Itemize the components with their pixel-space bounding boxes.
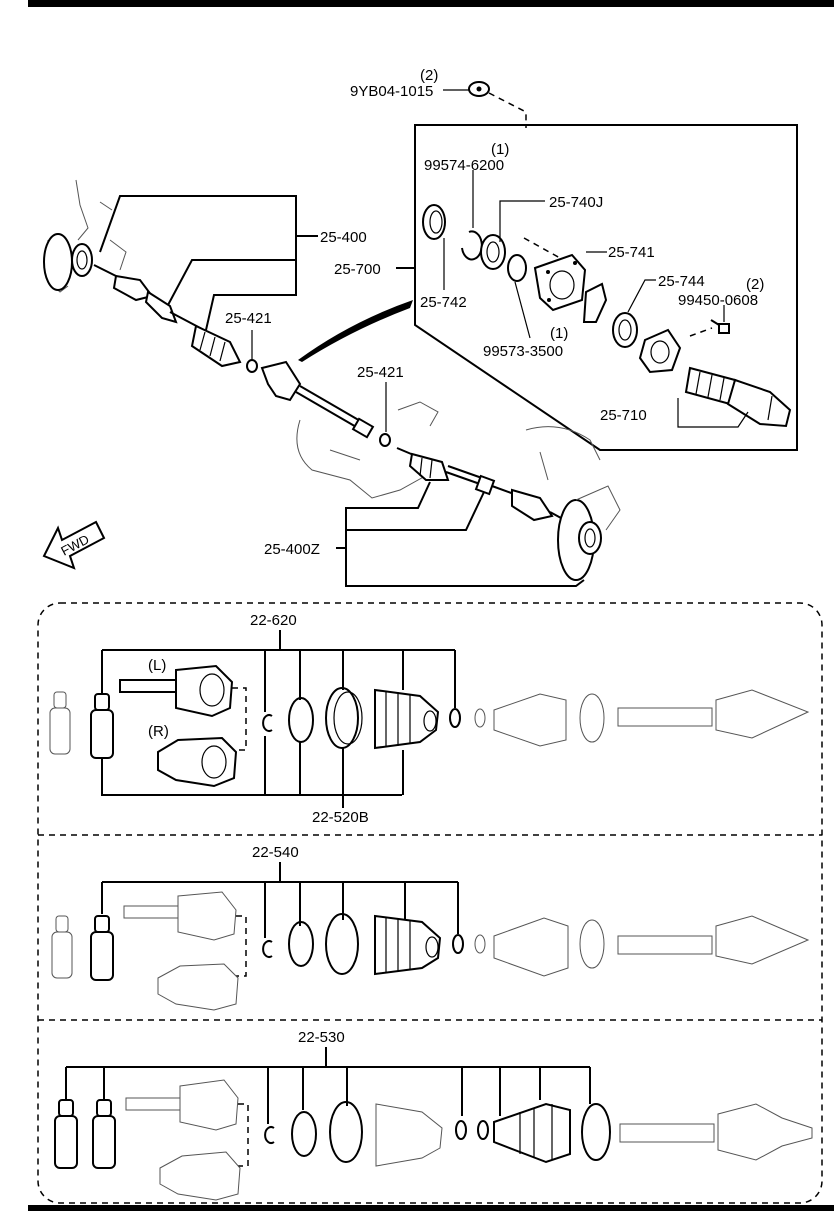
transaxle-sketch <box>296 401 601 499</box>
joint-shaft-25-700-label: 25-700 <box>334 261 381 278</box>
fwd-label: FWD <box>58 532 91 559</box>
leader-99573 <box>514 281 531 339</box>
seal-25-740j-label: 25-740J <box>549 194 603 211</box>
grease-tube <box>92 1099 116 1169</box>
boot-band-large <box>329 1101 363 1163</box>
top-border-rule <box>28 0 834 7</box>
circlip-small <box>262 714 273 732</box>
grease-tube-gray <box>51 915 73 979</box>
leader-25-400z-b <box>346 491 485 531</box>
top-assembly-section: (2) 9YB04-1015 25-700 <box>42 67 798 587</box>
inner-boot <box>493 1102 571 1164</box>
leader-25-400z <box>336 481 431 549</box>
boot-band-small <box>455 1120 467 1140</box>
inset-pointer-wedge <box>298 300 413 362</box>
shaft-left-25-400-label: 25-400 <box>320 229 367 246</box>
clamp-bracket-drawing <box>638 327 713 374</box>
kit-shaft-reference-gray <box>474 689 810 747</box>
ring-99574-qty-label: (1) <box>491 141 509 158</box>
leader-25-400-b <box>167 236 297 306</box>
kit-row-22-530: 22-530 <box>54 1029 813 1201</box>
left-drive-shaft-drawing <box>93 264 375 439</box>
seal-25-744-drawing <box>612 312 638 348</box>
service-kit-panel: 22-620 22-520B (L) <box>37 602 823 1204</box>
ring-99573-label: 99573-3500 <box>483 343 563 360</box>
kit-shaft-reference-gray <box>619 1103 813 1161</box>
bolt-99450-label: 99450-0608 <box>678 292 758 309</box>
boot-band-small-2 <box>477 1120 489 1140</box>
leader-25-740j <box>499 200 545 242</box>
joint-shaft-25-710-drawing <box>684 366 792 428</box>
joint-shaft-inset-frame <box>414 124 798 451</box>
shaft-25-710-label: 25-710 <box>600 407 647 424</box>
kit-22-540-label: 22-540 <box>252 844 299 861</box>
seal-25-742-label: 25-742 <box>420 294 467 311</box>
kit-right-label: (R) <box>148 723 169 740</box>
clip-25-421-b-label: 25-421 <box>357 364 404 381</box>
snap-ring-large <box>291 1111 317 1157</box>
bearing-support-25-741-drawing <box>523 237 608 323</box>
bottom-border-rule <box>28 1205 834 1211</box>
outer-joint-right <box>157 736 238 788</box>
kit-shaft-reference-gray <box>474 915 810 977</box>
boot-22-520b-label: 22-520B <box>312 809 369 826</box>
grease-tube <box>54 1099 78 1169</box>
boot-band-small <box>449 708 461 728</box>
leader-25-400z-c <box>345 548 585 587</box>
clip-25-421-b-drawing <box>379 433 391 447</box>
circlip-small <box>264 1126 275 1144</box>
boot-band-large <box>325 913 359 975</box>
bolt-99450-qty-label: (2) <box>746 276 764 293</box>
kit-left-label: (L) <box>148 657 166 674</box>
right-drive-shaft-drawing <box>396 447 621 581</box>
snap-ring-large <box>288 921 314 967</box>
snap-ring-large <box>288 697 314 743</box>
clip-25-421-a-label: 25-421 <box>225 310 272 327</box>
bolt-9yb04-drawing <box>443 81 527 128</box>
bearing-25-740j-drawing <box>480 234 506 270</box>
circlip-small <box>262 940 273 958</box>
boot <box>374 914 442 976</box>
leader-25-710 <box>677 398 749 428</box>
leader-25-400-c <box>205 260 297 331</box>
outer-joint-gray <box>125 1079 249 1201</box>
leader-25-400 <box>99 195 318 253</box>
boot-22-520b <box>374 688 440 750</box>
outer-joint-gray <box>123 891 247 1011</box>
bolt-99450-drawing <box>710 305 730 334</box>
snap-ring-99574-drawing <box>461 230 483 261</box>
kit-22-620-label: 22-620 <box>250 612 297 629</box>
shaft-right-25-400z-label: 25-400Z <box>264 541 320 558</box>
fwd-arrow-icon: FWD <box>42 520 106 570</box>
grease-tube-gray <box>49 691 71 755</box>
boot-band-large <box>325 687 359 749</box>
kit-22-530-label: 22-530 <box>298 1029 345 1046</box>
kit-row-22-540: 22-540 <box>51 844 810 1011</box>
outer-joint-left <box>119 664 247 751</box>
ring-99573-drawing <box>507 254 527 282</box>
boot-band-small <box>452 934 464 954</box>
seal-25-744-label: 25-744 <box>658 273 705 290</box>
left-hub-sketch <box>43 179 127 293</box>
leader-25-744 <box>627 279 656 313</box>
bolt-9yb04-label: 9YB04-1015 <box>350 83 433 100</box>
ring-99573-qty-label: (1) <box>550 325 568 342</box>
ring-99574-label: 99574-6200 <box>424 157 504 174</box>
grease-tube <box>90 915 114 981</box>
boot-gray <box>375 1103 443 1167</box>
bearing-25-741-label: 25-741 <box>608 244 655 261</box>
boot-band-large-2 <box>581 1103 611 1161</box>
grease-tube <box>90 693 114 759</box>
seal-25-742-drawing <box>422 204 446 240</box>
kit-row-22-620: 22-620 22-520B (L) <box>49 612 810 826</box>
bolt-9yb04-qty-label: (2) <box>420 67 438 84</box>
